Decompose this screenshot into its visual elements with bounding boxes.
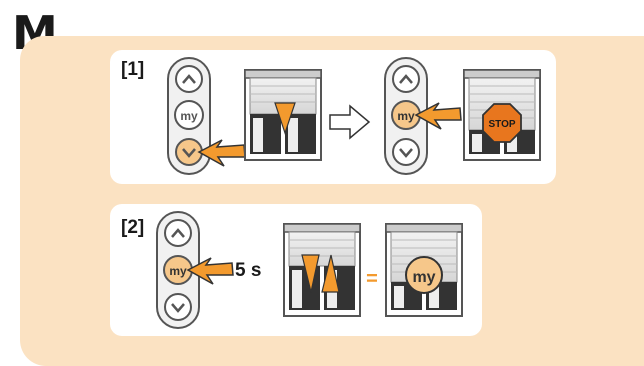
window-shutter-down-icon xyxy=(244,69,322,161)
down-button-icon-pressed xyxy=(175,138,203,166)
down-button-icon xyxy=(392,138,420,166)
my-button-text: my xyxy=(397,109,415,123)
my-button-icon: my xyxy=(174,100,204,130)
my-button-icon-pressed: my xyxy=(391,100,421,130)
window-my-position-icon: my xyxy=(385,223,463,317)
remote-control-1: my xyxy=(167,57,211,175)
then-arrow-icon xyxy=(329,104,371,140)
press-arrow-icon-3 xyxy=(186,257,234,285)
illustration: my my xyxy=(156,57,541,329)
window-shutter-moving-icon xyxy=(283,223,361,317)
up-button-icon xyxy=(392,65,420,93)
hold-duration: 5 s xyxy=(235,260,262,281)
remote-control-3: my xyxy=(156,211,200,329)
step-1-label: [1] xyxy=(121,59,145,80)
up-button-icon xyxy=(175,65,203,93)
my-button-text: my xyxy=(180,109,198,123)
my-badge-text: my xyxy=(412,269,435,286)
stop-sign-text: STOP xyxy=(488,119,515,130)
my-button-text: my xyxy=(169,264,187,278)
up-button-icon xyxy=(164,219,192,247)
equals-sign: = xyxy=(366,268,378,290)
down-button-icon xyxy=(164,293,192,321)
press-arrow-icon-2 xyxy=(414,102,462,130)
remote-control-2: my xyxy=(384,57,428,175)
window-shutter-stop-icon: STOP xyxy=(463,69,541,161)
step-2-label: [2] xyxy=(121,217,145,238)
